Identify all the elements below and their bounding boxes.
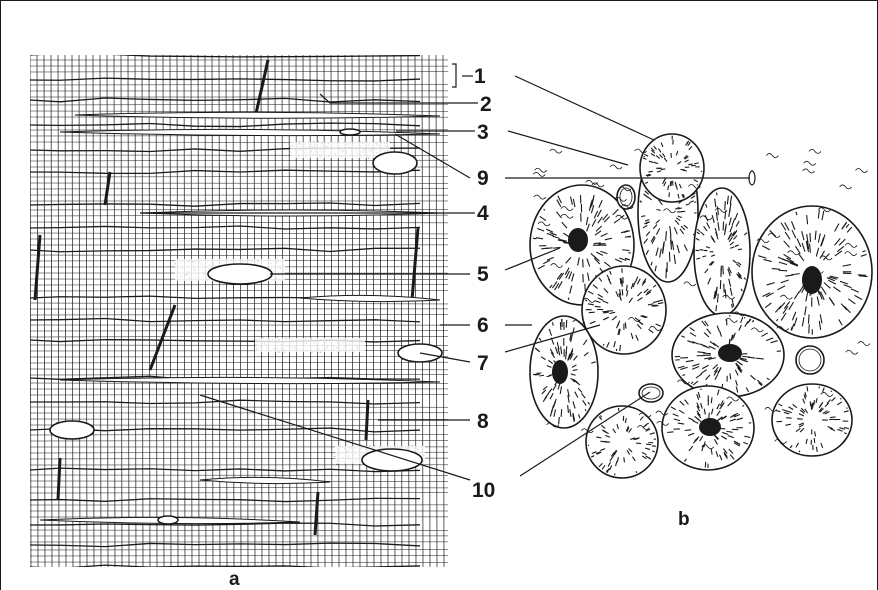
panel-label-b: b	[678, 509, 690, 530]
callout-10: 10	[472, 479, 495, 502]
callout-4: 4	[477, 202, 489, 225]
fiber-cross-section	[640, 134, 704, 202]
fiber-cross-section	[672, 313, 784, 397]
callout-9: 9	[477, 167, 489, 190]
fiber-cross-section	[694, 188, 750, 316]
panel-label-a: a	[229, 569, 240, 590]
fiber-cross-section	[582, 266, 666, 354]
callout-7: 7	[477, 352, 489, 375]
callout-1: 1	[474, 65, 486, 88]
callout-6: 6	[477, 314, 489, 337]
callout-3: 3	[477, 121, 489, 144]
longitudinal-section-drawing	[30, 54, 448, 569]
fiber-cross-section	[530, 316, 598, 428]
callout-8: 8	[477, 410, 489, 433]
fiber-cross-section	[772, 384, 852, 456]
fiber-cross-section	[662, 386, 754, 470]
callout-5: 5	[477, 263, 489, 286]
fiber-cross-section	[752, 206, 872, 338]
callout-2: 2	[480, 93, 492, 116]
cross-section-drawing	[530, 134, 872, 478]
